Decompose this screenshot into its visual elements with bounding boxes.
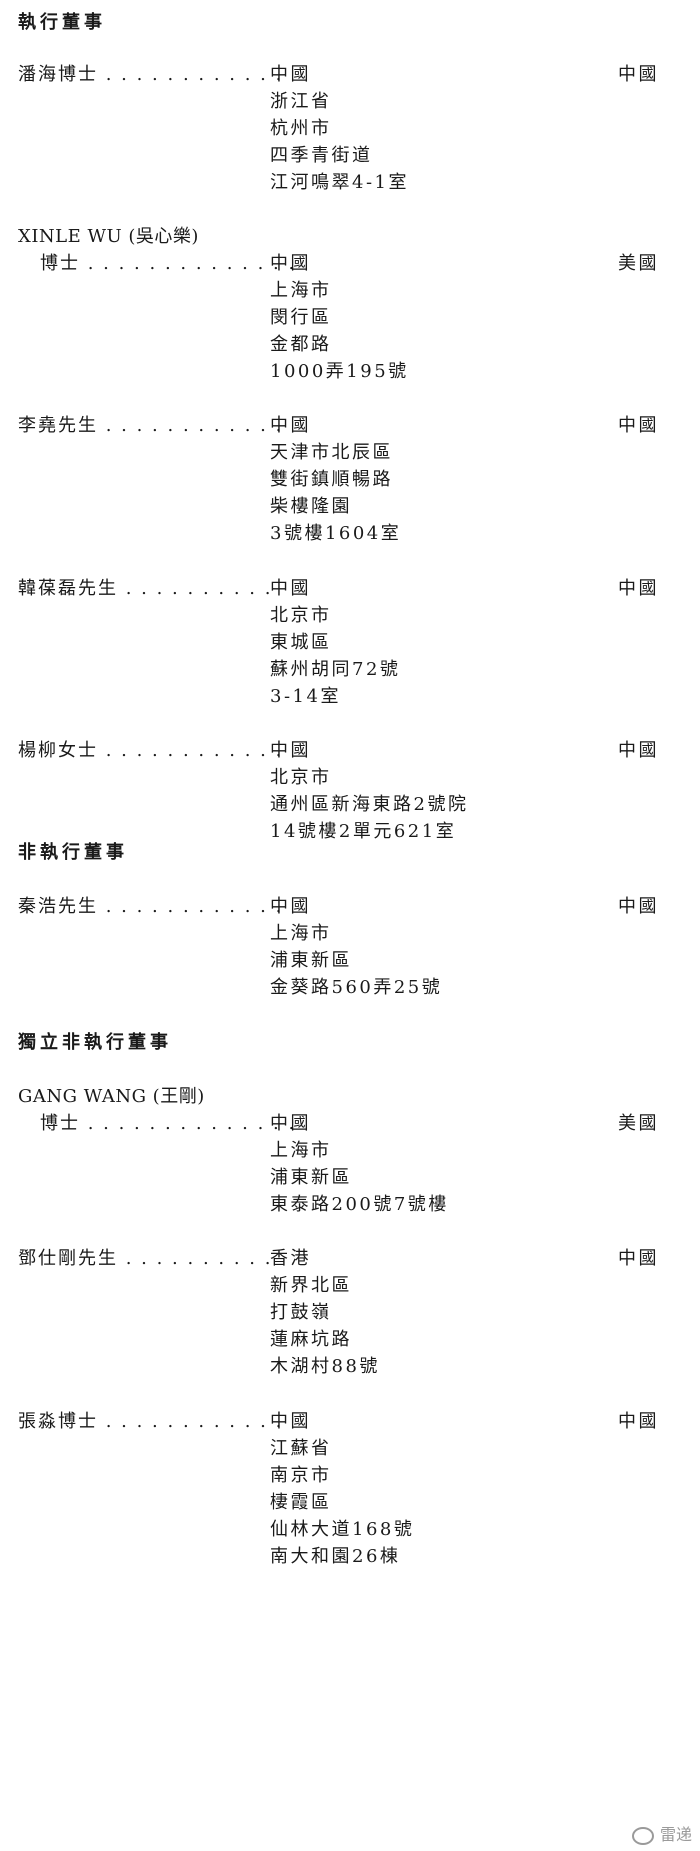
address-line: 江河鳴翠4-1室 (270, 172, 409, 193)
director-nationality: 中國 (618, 740, 659, 761)
director-nationality: 中國 (618, 64, 659, 85)
director-name: 楊柳女士 . . . . . . . . . . . . (18, 740, 284, 761)
address-line: 北京市 (270, 605, 332, 626)
director-name: 張淼博士 . . . . . . . . . . . . (18, 1411, 284, 1432)
section-heading-executive-directors: 執行董事 (18, 12, 106, 33)
address-line: 中國 (270, 64, 311, 85)
director-name: 韓葆磊先生 . . . . . . . . . . (18, 578, 273, 599)
director-nationality: 美國 (618, 253, 659, 274)
address-line: 東泰路200號7號樓 (270, 1194, 449, 1215)
address-line: 浙江省 (270, 91, 332, 112)
address-line: 蘇州胡同72號 (270, 659, 401, 680)
address-line: 天津市北辰區 (270, 442, 393, 463)
address-line: 新界北區 (270, 1275, 352, 1296)
address-line: 仙林大道168號 (270, 1519, 415, 1540)
address-line: 中國 (270, 740, 311, 761)
address-line: 杭州市 (270, 118, 332, 139)
address-line: 3-14室 (270, 686, 341, 707)
director-title: 博士 . . . . . . . . . . . . . . (40, 1113, 297, 1134)
address-line: 棲霞區 (270, 1492, 332, 1513)
address-line: 雙街鎮順暢路 (270, 469, 393, 490)
address-line: 3號樓1604室 (270, 523, 402, 544)
section-heading-non-executive-directors: 非執行董事 (18, 842, 128, 863)
address-line: 東城區 (270, 632, 332, 653)
address-line: 蓮麻坑路 (270, 1329, 352, 1350)
address-line: 四季青街道 (270, 145, 373, 166)
watermark: 雷递 (631, 1821, 692, 1845)
address-line: 江蘇省 (270, 1438, 332, 1459)
address-line: 打鼓嶺 (270, 1302, 332, 1323)
address-line: 柴樓隆園 (270, 496, 352, 517)
address-line: 中國 (270, 1113, 311, 1134)
director-nationality: 中國 (618, 415, 659, 436)
address-line: 香港 (270, 1248, 311, 1269)
address-line: 木湖村88號 (270, 1356, 380, 1377)
address-line: 南大和園26棟 (270, 1546, 401, 1567)
director-title: 博士 . . . . . . . . . . . . . . (40, 253, 297, 274)
address-line: 上海市 (270, 923, 332, 944)
director-name: XINLE WU (吳心樂) (18, 226, 199, 247)
address-line: 上海市 (270, 280, 332, 301)
director-nationality: 中國 (618, 578, 659, 599)
address-line: 通州區新海東路2號院 (270, 794, 469, 815)
director-name: 李堯先生 . . . . . . . . . . . . (18, 415, 284, 436)
address-line: 中國 (270, 415, 311, 436)
address-line: 中國 (270, 896, 311, 917)
section-heading-independent-non-executive-directors: 獨立非執行董事 (18, 1032, 172, 1053)
director-nationality: 中國 (618, 1411, 659, 1432)
address-line: 上海市 (270, 1140, 332, 1161)
director-name: 潘海博士 . . . . . . . . . . . . (18, 64, 284, 85)
address-line: 中國 (270, 578, 311, 599)
address-line: 14號樓2單元621室 (270, 821, 457, 842)
address-line: 北京市 (270, 767, 332, 788)
director-name: GANG WANG (王剛) (18, 1086, 205, 1107)
address-line: 閔行區 (270, 307, 332, 328)
address-line: 浦東新區 (270, 1167, 352, 1188)
address-line: 金都路 (270, 334, 332, 355)
address-line: 中國 (270, 1411, 311, 1432)
address-line: 1000弄195號 (270, 361, 409, 382)
director-name: 鄧仕剛先生 . . . . . . . . . . (18, 1248, 273, 1269)
director-nationality: 中國 (618, 896, 659, 917)
weibo-eye-icon (631, 1826, 654, 1845)
director-nationality: 美國 (618, 1113, 659, 1134)
watermark-text: 雷递 (659, 1825, 692, 1844)
address-line: 浦東新區 (270, 950, 352, 971)
director-nationality: 中國 (618, 1248, 659, 1269)
address-line: 中國 (270, 253, 311, 274)
address-line: 金葵路560弄25號 (270, 977, 443, 998)
address-line: 南京市 (270, 1465, 332, 1486)
director-name: 秦浩先生 . . . . . . . . . . . . (18, 896, 284, 917)
